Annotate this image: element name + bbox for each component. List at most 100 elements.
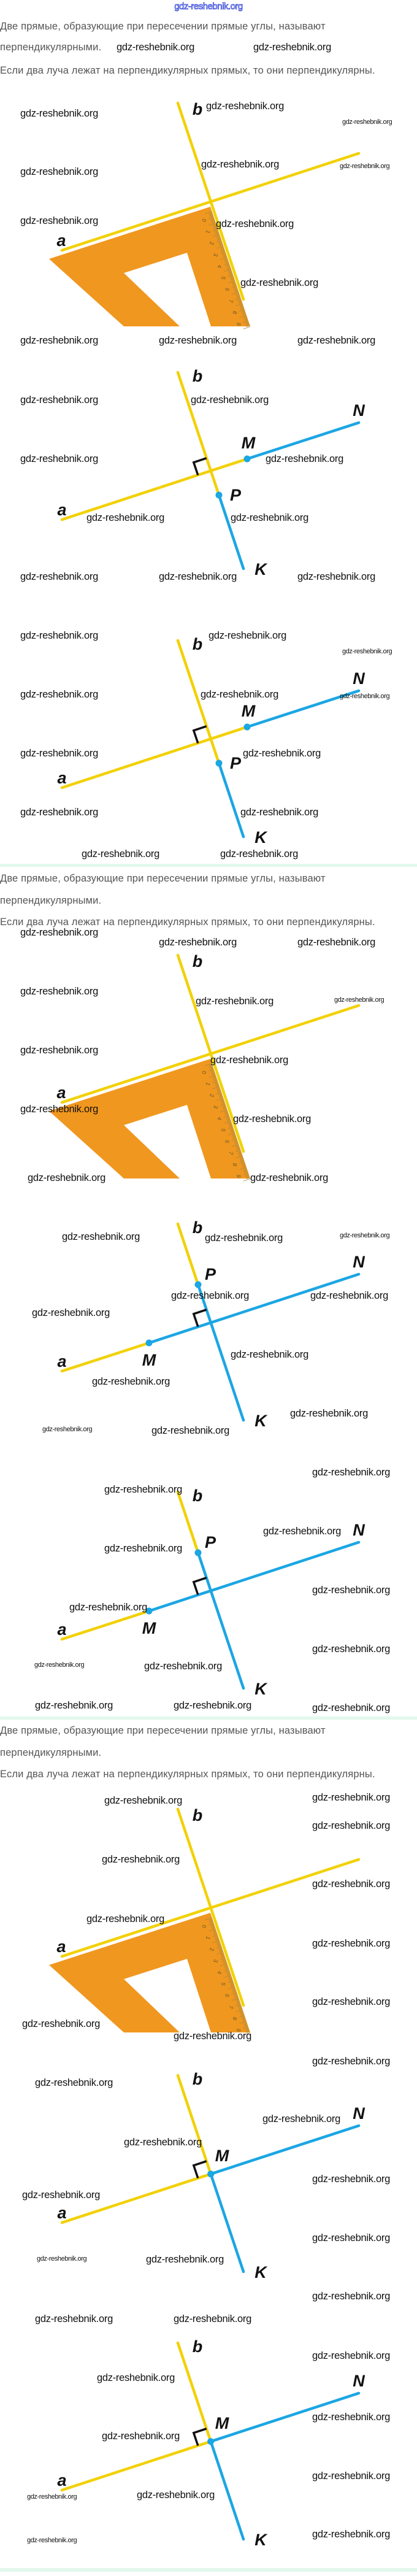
ruler-tick bbox=[229, 1979, 233, 1982]
ruler-tick bbox=[232, 285, 237, 287]
ruler-tick bbox=[236, 2001, 240, 2004]
label-a: a bbox=[57, 2204, 67, 2222]
ruler-tick bbox=[212, 1075, 216, 1078]
ruler-tick bbox=[223, 1107, 227, 1109]
label-m: M bbox=[215, 2414, 229, 2432]
ruler-tick bbox=[212, 1086, 220, 1090]
ruler-tick bbox=[220, 1099, 224, 1101]
ruler-number: 8 bbox=[231, 2017, 238, 2021]
ruler-tick bbox=[214, 229, 218, 231]
ray-pk bbox=[217, 493, 245, 571]
label-b: b bbox=[192, 1218, 203, 1237]
watermark: gdz-reshebnik.org bbox=[104, 1484, 182, 1495]
ruler-tick bbox=[215, 1085, 220, 1087]
ruler-tick bbox=[230, 1129, 234, 1131]
watermark: gdz-reshebnik.org bbox=[102, 1854, 180, 1865]
watermark: gdz-reshebnik.org bbox=[312, 1702, 390, 1713]
ruler-tick bbox=[232, 283, 237, 286]
ruler-tick bbox=[220, 1963, 228, 1966]
watermark: gdz-reshebnik.org bbox=[171, 1290, 249, 1301]
ruler-tick bbox=[235, 1146, 240, 1148]
ruler-tick bbox=[234, 289, 239, 291]
watermark: gdz-reshebnik.org bbox=[231, 512, 308, 523]
watermark: gdz-reshebnik.org bbox=[22, 2190, 100, 2201]
ruler-tick bbox=[211, 1925, 215, 1928]
ruler-tick bbox=[211, 219, 215, 221]
watermark: gdz-reshebnik.org bbox=[334, 996, 384, 1004]
point-m bbox=[145, 1607, 153, 1615]
ruler-tick bbox=[212, 228, 218, 231]
ruler-tick bbox=[245, 321, 249, 324]
line-b bbox=[176, 1807, 245, 2007]
label-n: N bbox=[353, 669, 365, 688]
label-p: P bbox=[204, 1533, 216, 1551]
ruler-tick bbox=[231, 1138, 237, 1140]
ruler-tick bbox=[234, 1140, 238, 1142]
ray-mn bbox=[245, 689, 361, 729]
ruler-tick bbox=[237, 296, 240, 298]
ruler-tick bbox=[222, 1959, 226, 1962]
ruler-tick bbox=[222, 253, 226, 256]
watermark: gdz-reshebnik.org bbox=[20, 166, 98, 177]
watermark: gdz-reshebnik.org bbox=[20, 108, 98, 119]
watermark: gdz-reshebnik.org bbox=[196, 996, 274, 1007]
ruler-tick bbox=[245, 2029, 250, 2031]
ruler-number: 1 bbox=[205, 229, 212, 234]
ruler-number: 7 bbox=[228, 299, 234, 304]
ruler-number: 6 bbox=[224, 287, 231, 292]
ruler-tick bbox=[224, 263, 229, 266]
watermark: gdz-reshebnik.org bbox=[340, 1232, 390, 1239]
watermark: gdz-reshebnik.org bbox=[174, 2031, 251, 2042]
ruler-tick bbox=[221, 249, 225, 251]
ruler-tick bbox=[235, 2000, 240, 2002]
ruler-tick bbox=[216, 1946, 222, 1948]
watermark: gdz-reshebnik.org bbox=[20, 630, 98, 641]
ruler-tick bbox=[210, 1070, 215, 1072]
ray-mn bbox=[147, 1272, 361, 1345]
ruler-tick bbox=[240, 1158, 243, 1159]
ruler-tick bbox=[216, 236, 221, 239]
watermark: gdz-reshebnik.org bbox=[312, 2232, 390, 2243]
ruler-tick bbox=[246, 2031, 250, 2033]
ruler-tick bbox=[231, 1992, 237, 1994]
watermark: gdz-reshebnik.org bbox=[253, 42, 331, 53]
definition-line-2: перпендикулярными. bbox=[0, 42, 102, 53]
ruler-tick bbox=[243, 1172, 249, 1175]
ruler-tick bbox=[215, 1937, 219, 1939]
label-b: b bbox=[192, 2337, 203, 2356]
label-p: P bbox=[229, 754, 242, 772]
ruler-tick bbox=[213, 1077, 217, 1079]
ruler-tick bbox=[242, 313, 247, 316]
ruler-tick bbox=[232, 1134, 236, 1137]
label-a: a bbox=[57, 2471, 67, 2489]
ruler-tick bbox=[237, 1151, 242, 1153]
watermark: gdz-reshebnik.org bbox=[312, 1644, 390, 1655]
ruler-tick bbox=[240, 2013, 244, 2015]
watermark: gdz-reshebnik.org bbox=[297, 335, 375, 346]
watermark: gdz-reshebnik.org bbox=[310, 1290, 388, 1301]
watermark: gdz-reshebnik.org bbox=[37, 2255, 87, 2263]
watermark: gdz-reshebnik.org bbox=[263, 1526, 341, 1537]
watermark: gdz-reshebnik.org bbox=[159, 937, 237, 948]
definition-line-1: Две прямые, образующие при пересечении п… bbox=[0, 873, 326, 884]
ruler-tick bbox=[215, 1939, 220, 1941]
ruler-tick bbox=[237, 2005, 242, 2007]
point-p bbox=[194, 1281, 202, 1288]
ruler-tick bbox=[243, 2032, 251, 2036]
watermark: gdz-reshebnik.org bbox=[340, 693, 390, 700]
label-p: P bbox=[229, 486, 242, 504]
ruler-tick bbox=[241, 2016, 245, 2018]
ruler-tick bbox=[210, 1921, 214, 1924]
label-k: K bbox=[254, 828, 267, 847]
ruler-tick bbox=[213, 1079, 218, 1082]
ruler-tick bbox=[243, 2026, 249, 2029]
ruler-tick bbox=[210, 1067, 214, 1070]
watermark: gdz-reshebnik.org bbox=[342, 648, 392, 655]
watermark: gdz-reshebnik.org bbox=[191, 394, 269, 406]
watermark: gdz-reshebnik.org bbox=[312, 2470, 390, 2482]
ruler-tick bbox=[242, 311, 246, 313]
ruler-tick bbox=[217, 1090, 221, 1092]
watermark: gdz-reshebnik.org bbox=[20, 215, 98, 226]
label-b: b bbox=[192, 100, 203, 118]
ray-mn bbox=[245, 421, 361, 461]
